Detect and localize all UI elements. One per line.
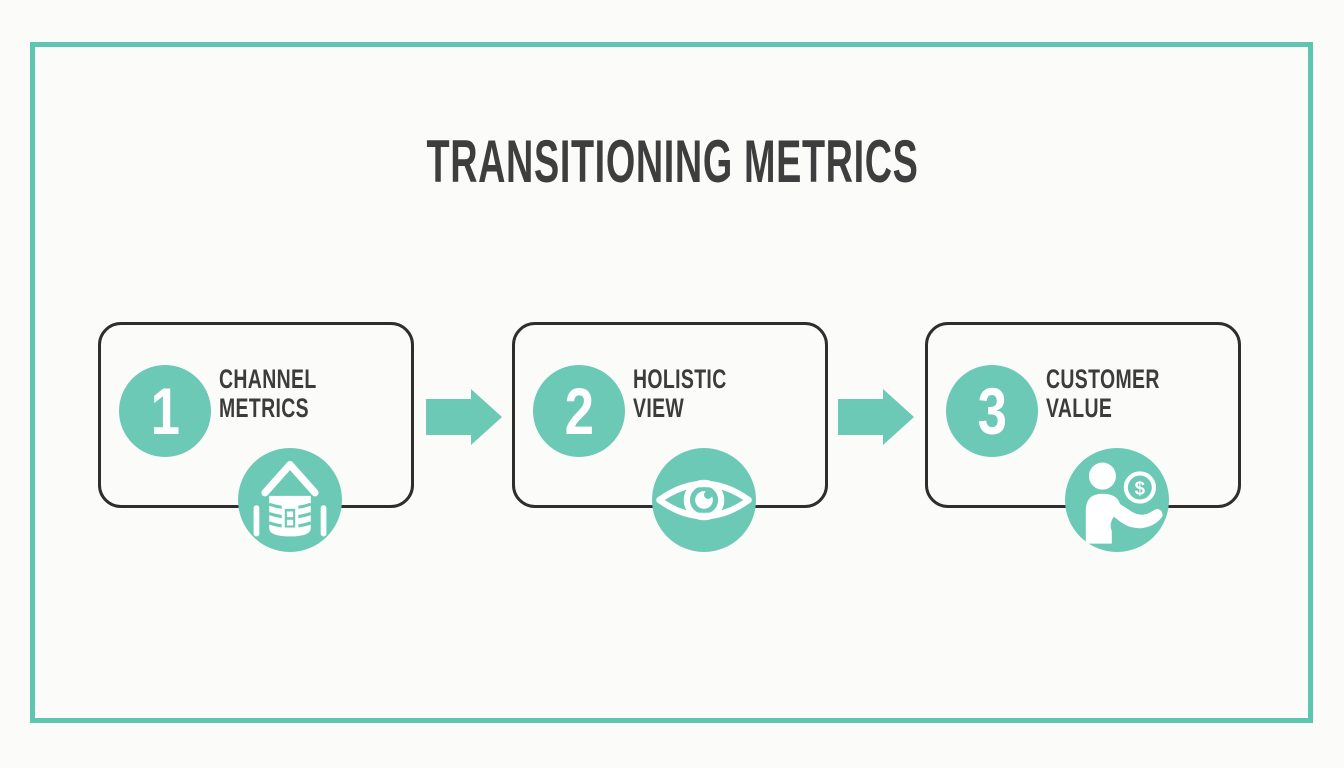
step-label-3-line2: VALUE <box>1046 393 1113 423</box>
arrow-right-icon <box>838 389 914 445</box>
page-title: TRANSITIONING METRICS <box>0 132 1344 192</box>
silo-icon <box>238 448 342 552</box>
step-label-3: CUSTOMER VALUE <box>1046 365 1160 423</box>
arrow-right-icon <box>426 389 502 445</box>
step-label-2-line2: VIEW <box>633 393 685 423</box>
step-number-badge-1: 1 <box>119 365 211 457</box>
step-label-1-line1: CHANNEL <box>219 364 317 394</box>
step-label-2-line1: HOLISTIC <box>633 364 727 394</box>
step-label-1-line2: METRICS <box>219 393 309 423</box>
step-card-channel-metrics: 1 CHANNEL METRICS <box>98 322 414 552</box>
person-coin-icon: $ <box>1065 448 1169 552</box>
step-number-badge-2: 2 <box>533 365 625 457</box>
step-label-3-line1: CUSTOMER <box>1046 364 1160 394</box>
step-label-1: CHANNEL METRICS <box>219 365 317 423</box>
outer-frame <box>30 42 1313 723</box>
step-label-2: HOLISTIC VIEW <box>633 365 727 423</box>
svg-text:$: $ <box>1135 477 1146 498</box>
page-title-text: TRANSITIONING METRICS <box>425 128 919 195</box>
step-number-3: 3 <box>977 374 1007 448</box>
step-card-customer-value: 3 CUSTOMER VALUE $ <box>925 322 1241 552</box>
eye-icon <box>652 448 756 552</box>
step-card-holistic-view: 2 HOLISTIC VIEW <box>512 322 828 552</box>
step-number-2: 2 <box>564 374 594 448</box>
step-number-badge-3: 3 <box>946 365 1038 457</box>
step-number-1: 1 <box>150 374 180 448</box>
